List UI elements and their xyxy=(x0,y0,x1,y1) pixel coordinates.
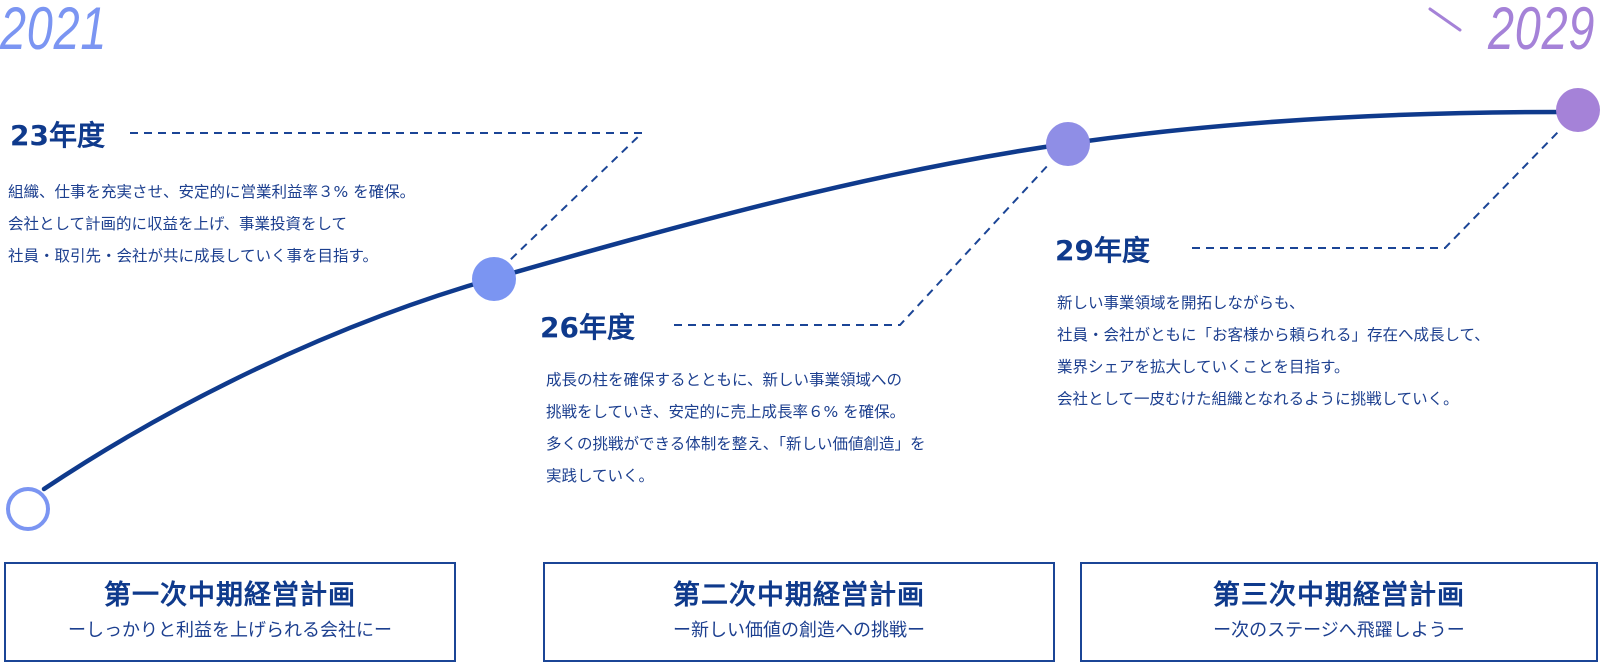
plan-box-second: 第二次中期経営計画 ー新しい価値の創造への挑戦ー xyxy=(543,562,1055,662)
plan-title: 第一次中期経営計画 xyxy=(104,580,356,611)
description-line: 挑戦をしていき、安定的に売上成長率６% を確保。 xyxy=(546,403,906,421)
milestone-marker-29 xyxy=(1556,88,1600,132)
description-line: 社員・会社がともに「お客様から頼られる」存在へ成長して、 xyxy=(1057,326,1490,344)
plan-title: 第二次中期経営計画 xyxy=(673,580,925,611)
description-line: 実践していく。 xyxy=(546,467,655,485)
plan-subtitle: ー新しい価値の創造への挑戦ー xyxy=(673,620,925,641)
plan-subtitle: ーしっかりと利益を上げられる会社にー xyxy=(68,620,392,641)
growth-curve xyxy=(41,109,1568,492)
description-line: 社員・取引先・会社が共に成長していく事を目指す。 xyxy=(8,247,378,265)
milestone-description-26: 成長の柱を確保するとともに、新しい事業領域への 挑戦をしていき、安定的に売上成長… xyxy=(546,364,925,492)
milestone-marker-26 xyxy=(1046,122,1090,166)
plan-box-first: 第一次中期経営計画 ーしっかりと利益を上げられる会社にー xyxy=(4,562,456,662)
plan-title: 第三次中期経営計画 xyxy=(1213,580,1465,611)
description-line: 会社として計画的に収益を上げ、事業投資をして xyxy=(8,215,347,233)
start-year-label: 2021 xyxy=(0,0,108,62)
plan-box-third: 第三次中期経営計画 ー次のステージへ飛躍しようー xyxy=(1080,562,1598,662)
description-line: 業界シェアを拡大していくことを目指す。 xyxy=(1057,358,1350,376)
milestone-heading-26: 26年度 xyxy=(540,311,635,344)
end-year-label: 2029 xyxy=(1488,0,1596,62)
leader-line-26 xyxy=(674,162,1051,326)
plan-subtitle: ー次のステージへ飛躍しようー xyxy=(1213,620,1465,641)
description-line: 組織、仕事を充実させ、安定的に営業利益率３% を確保。 xyxy=(8,183,416,201)
milestone-heading-29: 29年度 xyxy=(1055,234,1150,267)
milestone-description-29: 新しい事業領域を開拓しながらも、 社員・会社がともに「お客様から頼られる」存在へ… xyxy=(1057,287,1490,415)
description-line: 新しい事業領域を開拓しながらも、 xyxy=(1057,294,1305,312)
start-marker xyxy=(6,487,50,531)
leader-line-23 xyxy=(130,132,645,263)
leader-line-29 xyxy=(1192,131,1559,249)
milestone-heading-23: 23年度 xyxy=(10,119,105,152)
description-line: 多くの挑戦ができる体制を整え、「新しい価値創造」を xyxy=(546,435,926,453)
leader-lines xyxy=(130,131,1559,326)
milestone-marker-23 xyxy=(472,257,516,301)
milestone-description-23: 組織、仕事を充実させ、安定的に営業利益率３% を確保。 会社として計画的に収益を… xyxy=(8,176,415,272)
description-line: 会社として一皮むけた組織となれるように挑戦していく。 xyxy=(1057,390,1459,408)
description-line: 成長の柱を確保するとともに、新しい事業領域への xyxy=(546,371,903,389)
timeline-arrow xyxy=(132,7,1462,33)
